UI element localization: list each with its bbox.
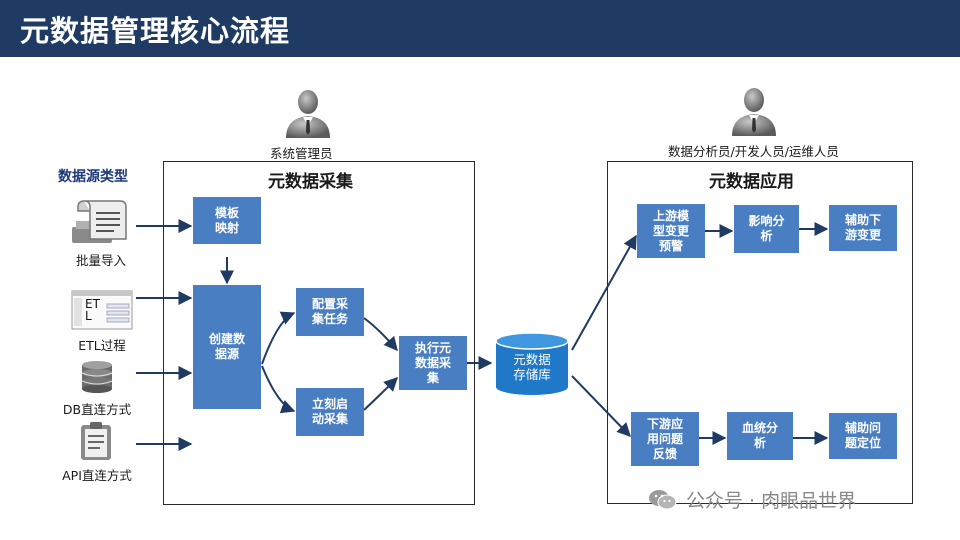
storage-label: 元数据 存储库 <box>513 352 551 382</box>
impact-analysis-box: 影响分 析 <box>734 205 799 253</box>
apply-panel-title: 元数据应用 <box>709 172 794 192</box>
config-task-box: 配置采 集任务 <box>296 288 364 336</box>
create-datasource-box: 创建数 据源 <box>193 285 261 409</box>
source-label-db: DB直连方式 <box>62 402 132 417</box>
header-bar: 元数据管理核心流程 <box>0 0 960 57</box>
database-icon <box>81 361 113 393</box>
source-label-batch: 批量导入 <box>75 253 126 268</box>
watermark: 公众号 · 肉眼品世界 <box>648 486 856 513</box>
source-label-etl: ETL过程 <box>78 338 126 353</box>
assist-locate-box: 辅助问 题定位 <box>829 413 897 459</box>
source-types-title: 数据源类型 <box>58 169 128 185</box>
downstream-issue-box: 下游应 用问题 反馈 <box>631 412 699 466</box>
watermark-text: 公众号 · 肉眼品世界 <box>686 490 857 512</box>
metadata-storage-cylinder <box>495 332 569 395</box>
document-import-icon <box>72 200 127 243</box>
execute-collect-box: 执行元 数据采 集 <box>399 336 467 390</box>
template-mapping-box: 模板 映射 <box>193 197 261 244</box>
lineage-analysis-box: 血统分 析 <box>727 412 793 460</box>
admin-person-icon <box>286 90 330 138</box>
instant-start-box: 立刻启 动采集 <box>296 388 364 436</box>
source-label-api: API直连方式 <box>62 468 132 483</box>
etl-window-icon <box>71 290 133 330</box>
upstream-change-alert-box: 上游模 型变更 预警 <box>637 204 705 258</box>
assist-downstream-box: 辅助下 游变更 <box>829 205 897 251</box>
wechat-icon <box>649 489 677 509</box>
page-title: 元数据管理核心流程 <box>20 14 291 48</box>
admin-role-label: 系统管理员 <box>270 146 333 161</box>
analyst-person-icon <box>732 88 776 136</box>
etl-icon-text: ET L <box>85 297 100 323</box>
clipboard-icon <box>81 422 111 460</box>
collect-panel-title: 元数据采集 <box>268 172 353 192</box>
analyst-role-label: 数据分析员/开发人员/运维人员 <box>668 144 839 159</box>
